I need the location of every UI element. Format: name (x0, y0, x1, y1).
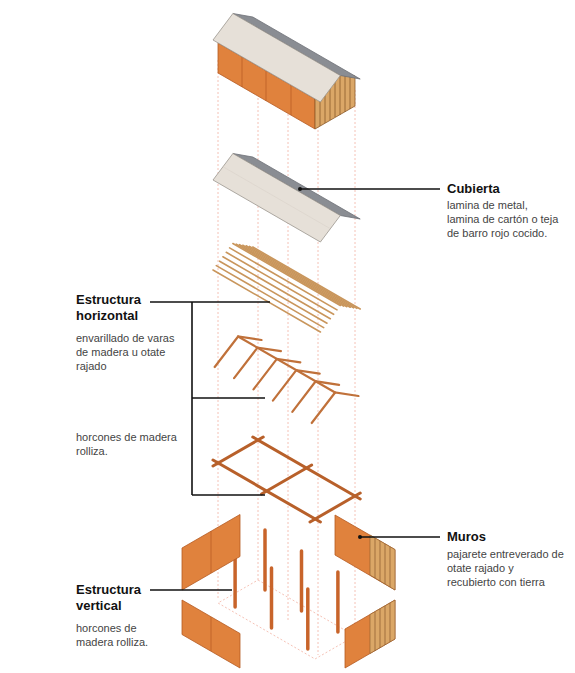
leader-line (192, 397, 265, 399)
leader-dot (358, 535, 362, 539)
roof-laths (240, 245, 347, 307)
wall-panel (211, 617, 212, 651)
assembled-house (266, 71, 267, 101)
wall-panel (211, 531, 212, 573)
wooden-post (235, 530, 338, 649)
guide-line (288, 70, 289, 620)
wall-panel (375, 538, 376, 578)
roof-laths (216, 266, 323, 328)
roof-laths (233, 244, 340, 306)
wall-panel (370, 535, 395, 590)
leader-line (192, 494, 265, 496)
leader-line (150, 589, 232, 591)
wall-panel (380, 609, 381, 648)
roof-laths (246, 246, 354, 308)
wall-panel (375, 538, 390, 587)
part-description: envarillado de varas de madera u otate r… (76, 331, 186, 373)
wooden-post (336, 572, 340, 632)
wall-panel (345, 600, 395, 668)
guide-line (218, 60, 219, 600)
part-description: lamina de metal, lamina de cartón o teja… (447, 198, 559, 240)
part-heading: Estructura horizontal (76, 292, 186, 324)
wooden-post (306, 589, 310, 649)
wall-plates (213, 437, 360, 522)
leader-line (150, 189, 440, 590)
guide-line (218, 30, 355, 659)
part-description: pajarete entreverado de otate rajado y r… (447, 547, 565, 589)
wall-plates (253, 437, 360, 499)
assembled-house (345, 76, 346, 112)
part-description: horcones de madera rolliza. (76, 430, 186, 458)
roof-laths (253, 247, 360, 309)
wall-plates (213, 460, 320, 522)
leader-line (150, 301, 270, 303)
leader-dot (298, 187, 302, 191)
roof-laths (236, 244, 343, 306)
roof-laths (230, 248, 337, 310)
roof-laths (250, 246, 357, 308)
wall-panel (390, 547, 391, 587)
leader-line (300, 188, 440, 190)
assembled-house (291, 85, 292, 115)
assembled-house (242, 57, 243, 87)
roof-laths (213, 244, 360, 333)
roof-laths (243, 245, 350, 307)
wooden-post (270, 568, 274, 628)
wall-panel (182, 515, 240, 591)
wall-plates (213, 437, 263, 466)
leader-line (360, 536, 440, 538)
part-heading: Muros (447, 529, 567, 545)
part-heading: Estructura vertical (76, 582, 148, 614)
roof-cover (213, 154, 360, 243)
roof-laths (220, 261, 327, 323)
roof-cover (223, 167, 330, 229)
roof-rafters (215, 337, 359, 424)
assembled-house (350, 76, 351, 109)
wall-panel (380, 541, 381, 581)
wall-plates (262, 465, 312, 494)
wall-panel (390, 603, 391, 642)
roof-rafters (312, 393, 359, 424)
wall-panel (370, 600, 395, 654)
wall-panel (385, 606, 386, 645)
assembled-house (340, 75, 341, 115)
wall-panel (375, 603, 390, 651)
wooden-post (300, 551, 304, 611)
wooden-post (263, 530, 267, 590)
wall-panel (182, 600, 240, 668)
wall-panel (385, 544, 386, 584)
wall-panel (375, 612, 376, 651)
assembled-house (213, 14, 360, 130)
part-description: horcones de madera rolliza. (76, 621, 176, 649)
guide-line (258, 30, 259, 580)
wall-panel (335, 515, 395, 590)
leader-dot (298, 187, 362, 539)
roof-cover (223, 167, 330, 229)
part-heading: Cubierta (447, 181, 567, 197)
assembled-house (213, 14, 340, 103)
roof-laths (226, 252, 333, 314)
roof-cover (213, 154, 340, 243)
